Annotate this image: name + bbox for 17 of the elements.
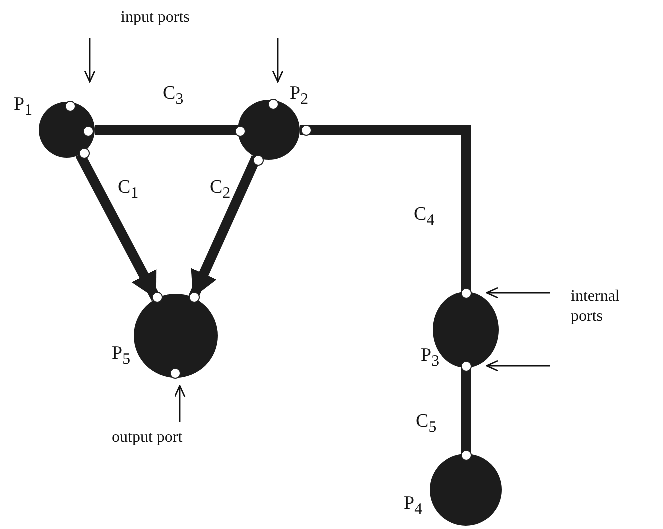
circle-node: [433, 292, 499, 368]
annotation-text: internal ports: [571, 287, 621, 327]
connector-line: [95, 125, 238, 135]
annotation-text: output port: [112, 428, 183, 448]
edge-label: C$_{4}$: [414, 205, 435, 230]
node-label: P$_{3}$: [421, 346, 440, 370]
node-label: P$_{1}$: [14, 95, 32, 120]
node-label: P$_{4}$: [404, 494, 422, 518]
edge-label: C$_{1}$: [118, 178, 139, 202]
node-label: P$_{5}$: [112, 344, 130, 368]
edge-label: C$_{3}$: [163, 84, 184, 108]
connector-line: [461, 368, 471, 454]
connector-line: [300, 125, 471, 292]
edge-label: C$_{5}$: [416, 412, 437, 436]
annotation-text: input ports: [121, 8, 190, 28]
node-label: P$_{2}$: [290, 84, 308, 108]
edge-label: C$_{2}$: [210, 178, 231, 202]
